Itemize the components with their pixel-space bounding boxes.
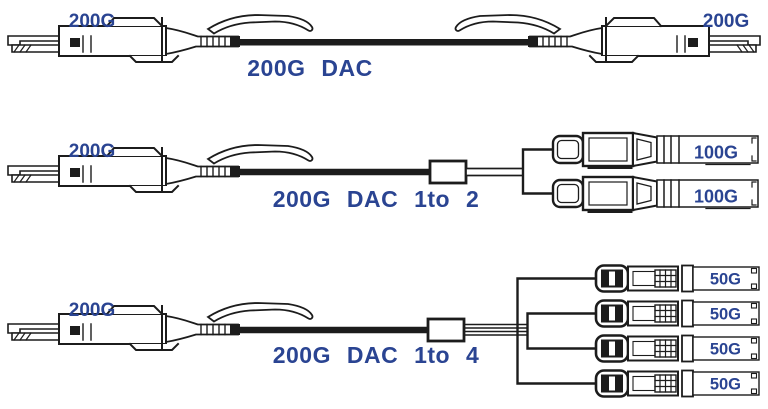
port-speed-label: 100G (694, 143, 738, 163)
dac-row-straight: 200G 200G 200G DAC (7, 11, 761, 81)
port-speed-label: 200G (703, 11, 749, 32)
breakout-cable (465, 167, 524, 177)
dac-row-1to2: 200G 100G 100G 200G DAC 1to 2 (7, 131, 760, 213)
dac-cable (238, 326, 430, 334)
splitter-junction (426, 317, 466, 343)
port-speed-label: 50G (710, 376, 741, 394)
dac-cable (238, 39, 530, 46)
cable-caption: 200G DAC 1to 4 (273, 342, 480, 368)
port-speed-label: 100G (694, 187, 738, 207)
breakout-fork-inner (526, 312, 602, 350)
cable-caption: 200G DAC 1to 2 (273, 186, 480, 212)
qsfp-connector-left-icon (7, 302, 314, 351)
qsfp-connector-left-icon (7, 144, 314, 193)
dac-cable (238, 168, 432, 176)
breakout-fork (521, 148, 558, 195)
breakout-cable-bundle (463, 323, 528, 336)
port-speed-label: 200G (69, 141, 115, 162)
port-speed-label: 50G (710, 306, 741, 324)
port-speed-label: 50G (710, 271, 741, 289)
cable-caption: 200G DAC (247, 55, 372, 81)
dac-row-1to4: 200G 50G 50G 50G 50G 200G DAC 1to 4 (7, 264, 761, 398)
breakout-fork-outer (516, 277, 602, 385)
port-speed-label: 200G (69, 11, 115, 32)
port-speed-label: 200G (69, 300, 115, 321)
port-speed-label: 50G (710, 341, 741, 359)
splitter-junction (428, 159, 468, 185)
